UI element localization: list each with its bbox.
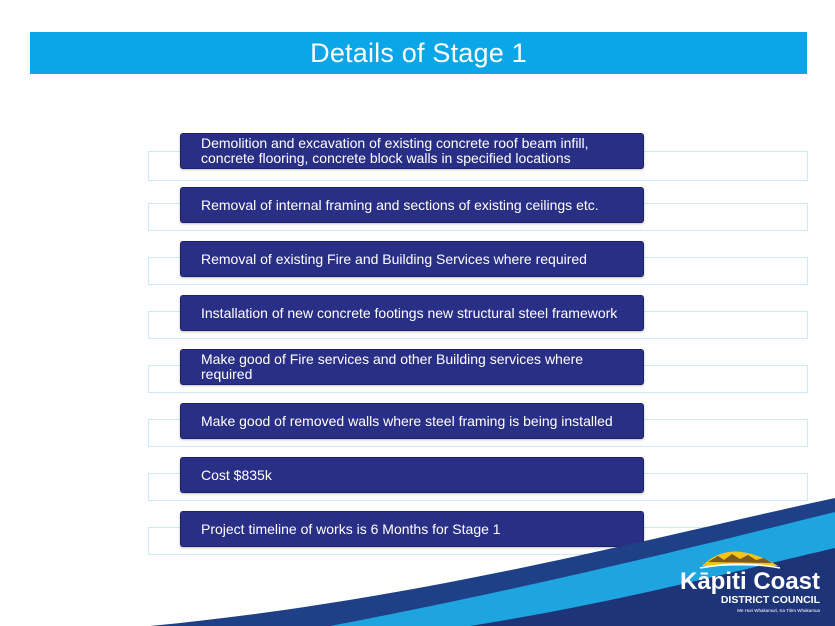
title-bar: Details of Stage 1 [30, 32, 807, 74]
swoosh-inner-band [470, 548, 835, 626]
slide-title: Details of Stage 1 [310, 37, 527, 68]
list-item: Demolition and excavation of existing co… [0, 133, 835, 181]
item-box: Make good of removed walls where steel f… [180, 403, 644, 439]
logo-name: Kāpiti Coast [679, 568, 820, 595]
item-box: Removal of existing Fire and Building Se… [180, 241, 644, 277]
logo-tagline: Me Huri Whakamuri, Ka Titiro Whakamua [737, 608, 820, 613]
list-item: Removal of internal framing and sections… [0, 187, 835, 231]
item-text: Removal of existing Fire and Building Se… [201, 250, 587, 267]
item-box: Cost $835k [180, 457, 644, 493]
item-box: Installation of new concrete footings ne… [180, 295, 644, 331]
item-box: Make good of Fire services and other Bui… [180, 349, 644, 385]
list-item: Make good of Fire services and other Bui… [0, 349, 835, 393]
council-logo: Kāpiti Coast DISTRICT COUNCIL Me Huri Wh… [660, 548, 828, 620]
item-text: Cost $835k [201, 466, 272, 483]
item-text: Removal of internal framing and sections… [201, 196, 599, 213]
item-box: Project timeline of works is 6 Months fo… [180, 511, 644, 547]
item-text: Installation of new concrete footings ne… [201, 304, 618, 321]
list-item: Installation of new concrete footings ne… [0, 295, 835, 339]
item-box: Removal of internal framing and sections… [180, 187, 644, 223]
list-item: Cost $835k [0, 457, 835, 501]
list-item: Make good of removed walls where steel f… [0, 403, 835, 447]
logo-subtitle: DISTRICT COUNCIL [720, 594, 820, 606]
item-text: Make good of removed walls where steel f… [201, 412, 613, 429]
island-sun-icon [699, 551, 780, 569]
list-item: Removal of existing Fire and Building Se… [0, 241, 835, 285]
item-text: Project timeline of works is 6 Months fo… [201, 520, 501, 537]
item-text: Demolition and excavation of existing co… [201, 135, 589, 166]
item-box: Demolition and excavation of existing co… [180, 133, 644, 169]
item-text: Make good of Fire services and other Bui… [201, 351, 584, 382]
